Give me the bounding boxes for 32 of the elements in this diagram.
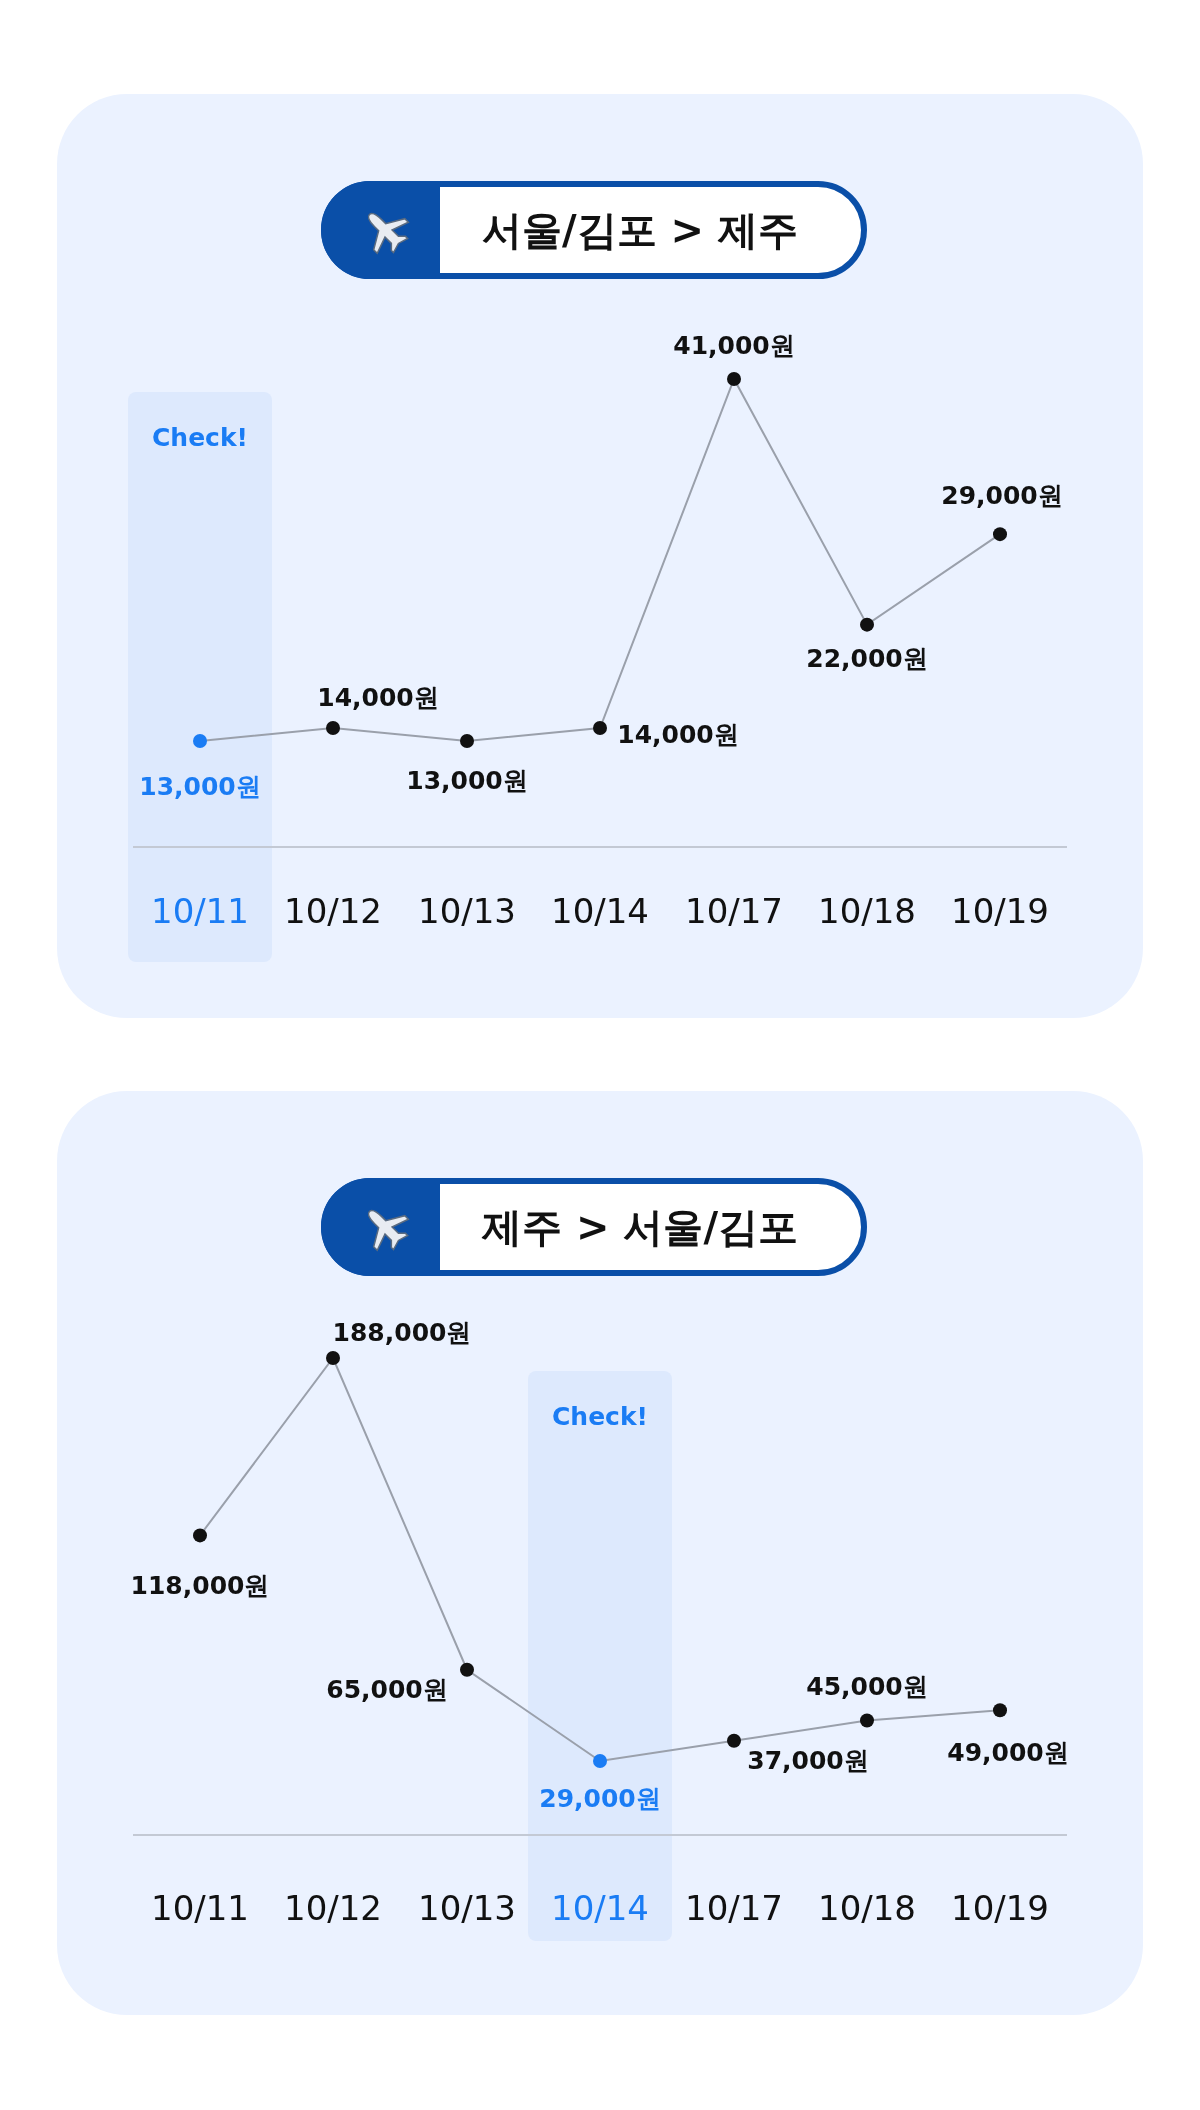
value-label: 37,000원 [747, 1744, 869, 1777]
value-label: 13,000원 [139, 770, 261, 803]
value-label: 65,000원 [326, 1673, 448, 1706]
date-label: 10/11 [151, 891, 249, 931]
value-label: 13,000원 [406, 764, 528, 797]
value-label: 188,000원 [332, 1316, 472, 1349]
value-label: 22,000원 [806, 642, 928, 675]
date-label: 10/11 [151, 1888, 249, 1928]
check-label: Check! [152, 422, 248, 452]
value-label: 14,000원 [617, 718, 739, 751]
value-label: 14,000원 [317, 681, 439, 714]
check-label: Check! [552, 1401, 648, 1431]
date-label: 10/18 [818, 891, 916, 931]
value-label: 41,000원 [673, 329, 795, 362]
chart-title: 서울/김포 > 제주 [482, 205, 798, 255]
date-label: 10/13 [418, 891, 516, 931]
date-label: 10/12 [284, 891, 382, 931]
date-label: 10/19 [951, 1888, 1049, 1928]
value-label: 29,000원 [941, 479, 1063, 512]
value-label: 49,000원 [947, 1736, 1069, 1769]
date-label: 10/17 [685, 891, 783, 931]
date-label: 10/14 [551, 1888, 649, 1928]
value-label: 118,000원 [130, 1569, 270, 1602]
date-label: 10/18 [818, 1888, 916, 1928]
chart-title: 제주 > 서울/김포 [482, 1202, 798, 1252]
value-label: 45,000원 [806, 1670, 928, 1703]
date-label: 10/19 [951, 891, 1049, 931]
date-label: 10/12 [284, 1888, 382, 1928]
date-label: 10/14 [551, 891, 649, 931]
value-label: 29,000원 [539, 1782, 661, 1815]
date-label: 10/13 [418, 1888, 516, 1928]
date-label: 10/17 [685, 1888, 783, 1928]
